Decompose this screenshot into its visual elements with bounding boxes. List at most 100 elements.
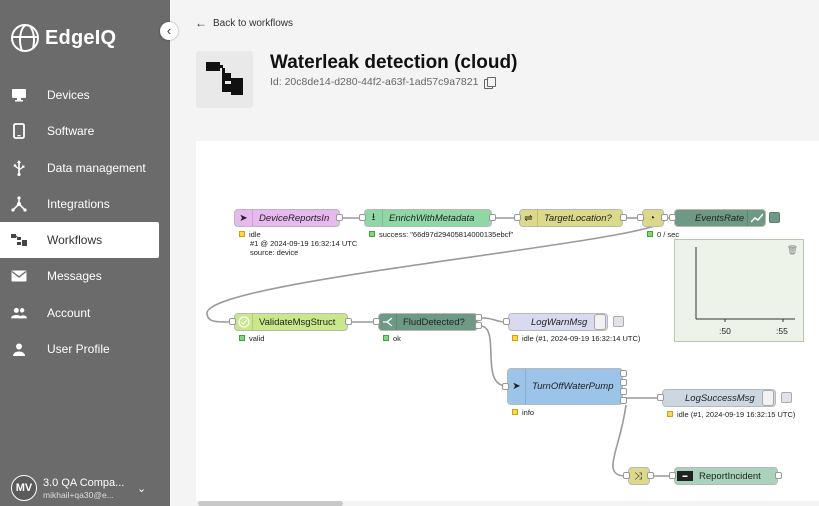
output-port[interactable] bbox=[620, 397, 627, 404]
chart-tick-label: :50 bbox=[719, 326, 731, 336]
brand-logo[interactable]: EdgeIQ bbox=[11, 24, 116, 52]
sidebar-item-label: Workflows bbox=[47, 233, 103, 248]
flow-node[interactable]: LogWarnMsg bbox=[508, 313, 608, 331]
account-switcher[interactable]: MV 3.0 QA Compa... mikhail+qa30@e... ⌄ bbox=[0, 470, 170, 506]
output-port[interactable] bbox=[345, 318, 352, 325]
flow-node[interactable]: ➤ DeviceReportsIn bbox=[234, 209, 340, 227]
people-icon bbox=[11, 305, 27, 321]
api-icon: ▬ bbox=[677, 471, 693, 481]
input-port[interactable] bbox=[669, 472, 676, 479]
down-arrow-icon: ⭳ bbox=[365, 210, 383, 226]
send-icon: ➤ bbox=[235, 210, 253, 226]
sidebar-item-label: Integrations bbox=[47, 196, 110, 211]
workflow-icon bbox=[206, 62, 243, 95]
node-status-detail: #1 @ 2024-09-19 16:32:14 UTC bbox=[250, 239, 358, 248]
sidebar-item-user-profile[interactable]: User Profile bbox=[0, 331, 170, 367]
output-port[interactable] bbox=[775, 472, 782, 479]
input-port[interactable] bbox=[637, 214, 644, 221]
output-port[interactable] bbox=[620, 370, 627, 377]
input-port[interactable] bbox=[502, 383, 509, 390]
node-toggle-button[interactable] bbox=[769, 212, 780, 223]
sidebar-item-software[interactable]: Software bbox=[0, 113, 170, 149]
sidebar-item-label: Data management bbox=[47, 160, 146, 175]
hub-icon bbox=[11, 196, 27, 212]
node-label: TurnOffWaterPump bbox=[532, 381, 614, 392]
sidebar-item-data-management[interactable]: Data management bbox=[0, 150, 170, 186]
node-status-detail: source: device bbox=[250, 248, 299, 257]
chart-icon bbox=[747, 210, 765, 226]
status-text: valid bbox=[249, 334, 265, 343]
output-port[interactable] bbox=[620, 379, 627, 386]
output-port[interactable] bbox=[647, 472, 654, 479]
output-port[interactable] bbox=[620, 214, 627, 221]
input-port[interactable] bbox=[623, 472, 630, 479]
edgeiq-logo-icon bbox=[11, 24, 39, 52]
output-port[interactable] bbox=[620, 388, 627, 395]
flow-node[interactable]: ➤ TurnOffWaterPump bbox=[507, 368, 623, 405]
status-indicator bbox=[512, 335, 518, 341]
input-port[interactable] bbox=[669, 214, 676, 221]
flow-node[interactable]: LogSuccessMsg bbox=[662, 389, 776, 407]
flow-node[interactable]: EventsRate bbox=[674, 209, 766, 227]
tablet-icon bbox=[11, 123, 27, 140]
account-email: mikhail+qa30@e... bbox=[43, 489, 114, 500]
node-label: FludDetected? bbox=[403, 316, 465, 328]
sidebar-item-account[interactable]: Account bbox=[0, 295, 170, 331]
trash-icon[interactable]: 🗑 bbox=[786, 245, 798, 255]
flow-node[interactable]: ValidateMsgStruct bbox=[234, 313, 348, 331]
sidebar-item-devices[interactable]: Devices bbox=[0, 77, 170, 113]
node-label: EnrichWithMetadata bbox=[389, 212, 475, 224]
status-text: idle bbox=[249, 230, 261, 239]
node-status: success: "66d97d29405814000135ebcf" bbox=[369, 230, 513, 239]
node-label: EventsRate bbox=[695, 212, 745, 224]
account-name: 3.0 QA Compa... bbox=[43, 476, 125, 489]
workflow-id: Id: 20c8de14-d280-44f2-a63f-1ad57c9a7821 bbox=[270, 76, 479, 88]
status-text: 0 / sec bbox=[657, 230, 680, 239]
output-port[interactable] bbox=[475, 314, 482, 321]
collapse-sidebar-button[interactable]: ‹ bbox=[160, 22, 178, 40]
sidebar-nav: Devices Software Data management Integra… bbox=[0, 77, 170, 367]
copy-icon[interactable] bbox=[484, 76, 496, 89]
chart-tick-label: :55 bbox=[776, 326, 788, 336]
chevron-down-icon: ⌄ bbox=[137, 482, 147, 495]
status-indicator bbox=[383, 335, 389, 341]
chart-axes bbox=[695, 247, 795, 322]
wire bbox=[481, 325, 507, 387]
input-port[interactable] bbox=[657, 394, 664, 401]
input-port[interactable] bbox=[514, 214, 521, 221]
flow-node[interactable]: ⇌ TargetLocation? bbox=[519, 209, 623, 227]
input-port[interactable] bbox=[229, 318, 236, 325]
sidebar-item-messages[interactable]: Messages bbox=[0, 258, 170, 294]
status-text: success: "66d97d29405814000135ebcf" bbox=[379, 230, 514, 239]
flow-node[interactable]: ⭳ EnrichWithMetadata bbox=[364, 209, 492, 227]
output-port[interactable] bbox=[661, 214, 668, 221]
node-label: LogWarnMsg bbox=[531, 316, 588, 328]
status-text: idle (#1, 2024-09-19 16:32:14 UTC) bbox=[522, 334, 641, 343]
sidebar-item-workflows[interactable]: Workflows bbox=[0, 222, 159, 259]
debug-icon bbox=[762, 390, 774, 406]
input-port[interactable] bbox=[373, 318, 380, 325]
node-toggle-button[interactable] bbox=[613, 316, 624, 327]
node-label: ValidateMsgStruct bbox=[259, 316, 336, 328]
status-text: info bbox=[522, 408, 535, 417]
output-port[interactable] bbox=[475, 322, 482, 329]
events-rate-chart: 🗑 :50 :55 bbox=[674, 239, 804, 342]
branch-icon bbox=[379, 314, 397, 330]
output-port[interactable] bbox=[336, 214, 343, 221]
sidebar-item-integrations[interactable]: Integrations bbox=[0, 186, 170, 222]
node-label: ReportIncident bbox=[699, 470, 761, 482]
check-icon bbox=[235, 314, 253, 330]
horizontal-scrollbar[interactable] bbox=[198, 501, 343, 506]
flow-node[interactable]: ▬ ReportIncident bbox=[674, 467, 778, 485]
sidebar-item-label: Devices bbox=[47, 88, 90, 102]
flow-node[interactable]: FludDetected? bbox=[378, 313, 478, 331]
back-to-workflows-link[interactable]: ← Back to workflows bbox=[195, 16, 293, 30]
mail-icon bbox=[11, 268, 27, 284]
node-toggle-button[interactable] bbox=[781, 392, 792, 403]
input-port[interactable] bbox=[503, 318, 510, 325]
sidebar-item-label: Messages bbox=[47, 269, 102, 284]
output-port[interactable] bbox=[489, 214, 496, 221]
input-port[interactable] bbox=[359, 214, 366, 221]
sidebar: EdgeIQ Devices Software Data management … bbox=[0, 0, 170, 506]
